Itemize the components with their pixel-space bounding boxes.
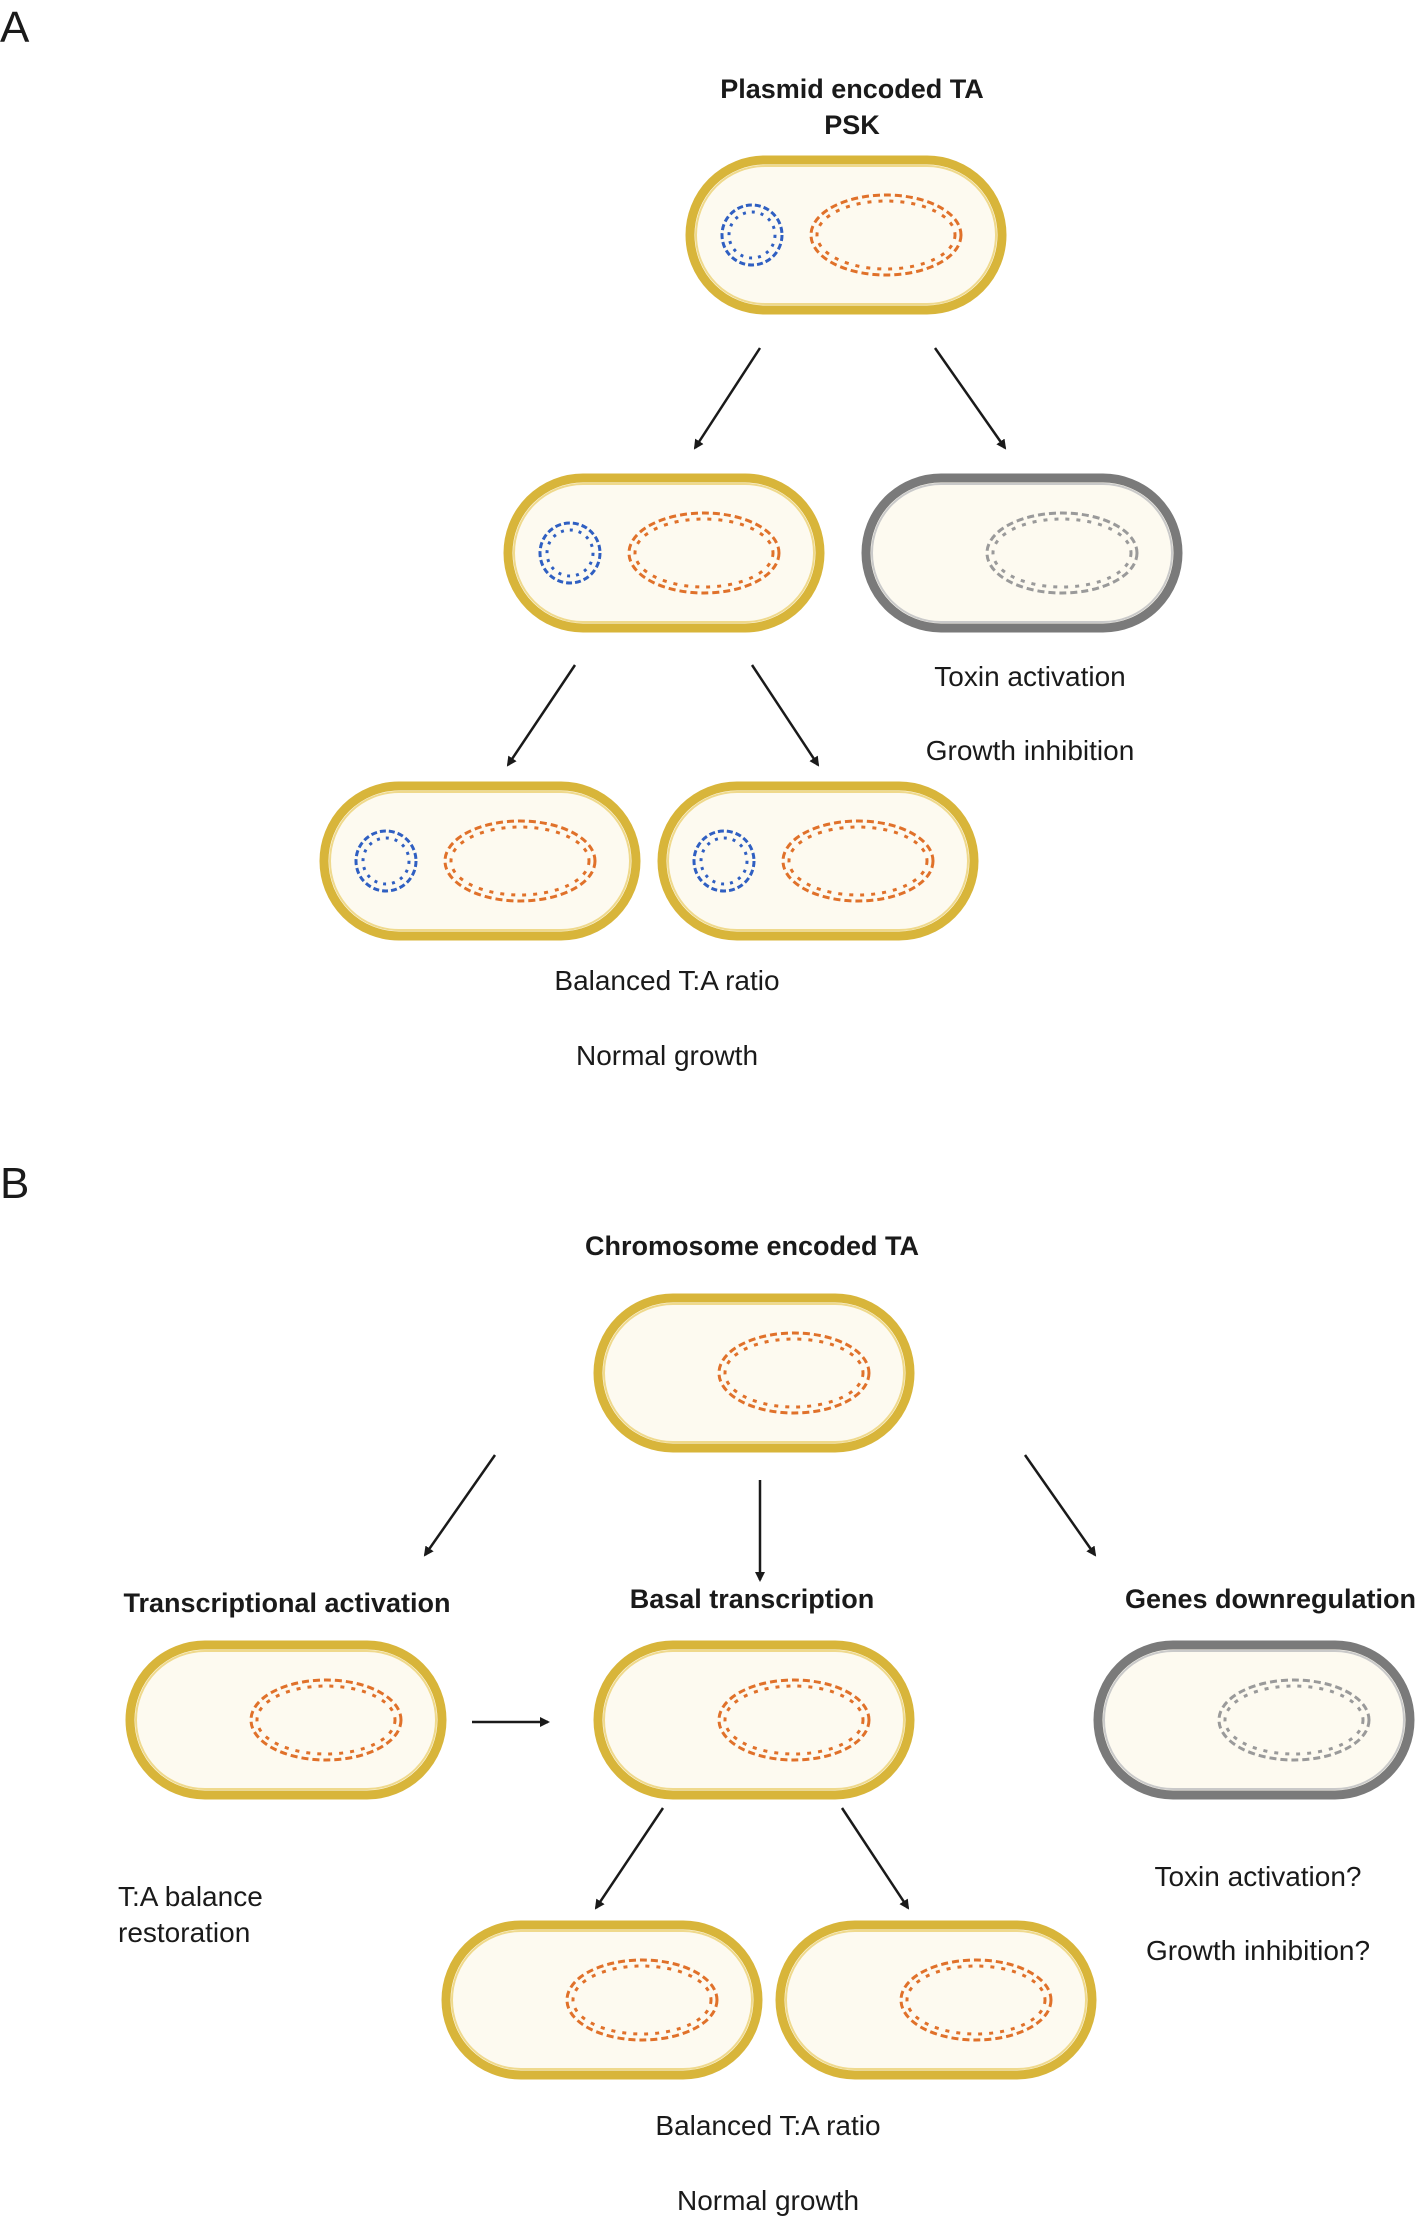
cell-envelope (503, 473, 825, 633)
cell-parent-with-plasmid (685, 155, 1007, 315)
cell-basal-transcription (593, 1640, 915, 1800)
panel-a-dead-label-1: Toxin activation (934, 661, 1125, 692)
daughter-cell-right (657, 781, 979, 941)
arrow-to-daughter-cell-left (506, 664, 577, 767)
plasmid-strand (545, 528, 595, 578)
chromosome-strand (723, 1337, 865, 1409)
cell-inner-membrane (513, 483, 815, 623)
cell-inner-membrane (1103, 1650, 1405, 1790)
daughter-cell-b-left (441, 1920, 763, 2080)
panel-a-cells (319, 155, 1183, 941)
plasmid-icon (720, 203, 784, 267)
panel-b-bottom-label-2: Normal growth (677, 2185, 859, 2216)
cell-chromosome-ta (593, 1293, 915, 1453)
arrow-to-daughter-cell-right (750, 664, 820, 767)
cell-envelope (593, 1640, 915, 1800)
daughter-cell-left (319, 781, 641, 941)
panel-a-title-line1: Plasmid encoded TA (720, 74, 984, 104)
cell-inner-membrane (871, 483, 1173, 623)
cell-inner-membrane (135, 1650, 437, 1790)
arrow-to-transcriptional-activation (423, 1454, 497, 1557)
panel-b-right-label-2: Growth inhibition? (1146, 1935, 1370, 1966)
panel-a-bottom-label-1: Balanced T:A ratio (554, 965, 779, 996)
cell-envelope (125, 1640, 447, 1800)
plasmid-strand (361, 836, 411, 886)
chromosome-icon (809, 193, 963, 277)
plasmid-icon (692, 829, 756, 893)
panel-b-left-heading: Transcriptional activation (123, 1588, 450, 1618)
plasmid-icon (354, 829, 418, 893)
chromosome-strand (723, 1684, 865, 1756)
panel-b-right-label-1: Toxin activation? (1154, 1861, 1361, 1892)
chromosome-strand (571, 1964, 713, 2036)
chromosome-icon (627, 511, 781, 595)
panel-b-bottom-label-1: Balanced T:A ratio (655, 2110, 880, 2141)
panel-b-title: Chromosome encoded TA (585, 1231, 919, 1261)
cell-inner-membrane (785, 1930, 1087, 2070)
panel-b-center-heading: Basal transcription (630, 1584, 875, 1614)
cell-envelope (319, 781, 641, 941)
panel-b-right-heading: Genes downregulation (1125, 1584, 1416, 1614)
chromosome-strand (449, 825, 591, 897)
panel-a-bottom-label-2: Normal growth (576, 1040, 758, 1071)
cell-inner-membrane (603, 1303, 905, 1443)
arrow-to-genes-downregulation (1023, 1454, 1097, 1557)
cell-genes-downregulation (1093, 1640, 1415, 1800)
plasmid-strand (727, 210, 777, 260)
arrow-to-dividing-cell (693, 347, 762, 450)
chromosome-strand (1223, 1684, 1365, 1756)
panel-b-letter: B (0, 1159, 29, 1208)
chromosome-strand (905, 1964, 1047, 2036)
chromosome-icon (781, 819, 935, 903)
chromosome-icon (249, 1678, 403, 1762)
chromosome-strand (815, 199, 957, 271)
cell-envelope (657, 781, 979, 941)
chromosome-icon (443, 819, 597, 903)
cell-envelope (441, 1920, 763, 2080)
panel-a-letter: A (0, 3, 30, 52)
chromosome-strand (255, 1684, 397, 1756)
panel-b-cells (125, 1293, 1415, 2080)
panel-a-title-line2: PSK (824, 110, 880, 140)
cell-inner-membrane (667, 791, 969, 931)
arrow-to-daughter-cell-b-right (840, 1807, 910, 1910)
daughter-cell-b-right (775, 1920, 1097, 2080)
chromosome-icon (899, 1958, 1053, 2042)
cell-inner-membrane (329, 791, 631, 931)
plasmid-icon (538, 521, 602, 585)
chromosome-icon (565, 1958, 719, 2042)
chromosome-strand (991, 517, 1133, 589)
cell-inner-membrane (451, 1930, 753, 2070)
cell-inner-membrane (603, 1650, 905, 1790)
cell-inner-membrane (695, 165, 997, 305)
chromosome-icon (717, 1331, 871, 1415)
panel-a-dead-label-2: Growth inhibition (926, 735, 1135, 766)
cell-with-plasmid (503, 473, 825, 633)
arrow-to-plasmid-lost-cell (933, 347, 1007, 450)
degraded-chromosome-icon (985, 511, 1139, 595)
panel-b-left-label-2: restoration (118, 1917, 250, 1948)
plasmid-strand (699, 836, 749, 886)
panel-b-left-label-1: T:A balance (118, 1881, 263, 1912)
degraded-chromosome-icon (1217, 1678, 1371, 1762)
cell-plasmid-lost (861, 473, 1183, 633)
cell-envelope (775, 1920, 1097, 2080)
cell-envelope (593, 1293, 915, 1453)
cell-envelope (1093, 1640, 1415, 1800)
cell-envelope (861, 473, 1183, 633)
chromosome-strand (633, 517, 775, 589)
cell-envelope (685, 155, 1007, 315)
arrow-to-daughter-cell-b-left (594, 1807, 665, 1910)
cell-transcriptional-activation (125, 1640, 447, 1800)
chromosome-strand (787, 825, 929, 897)
chromosome-icon (717, 1678, 871, 1762)
